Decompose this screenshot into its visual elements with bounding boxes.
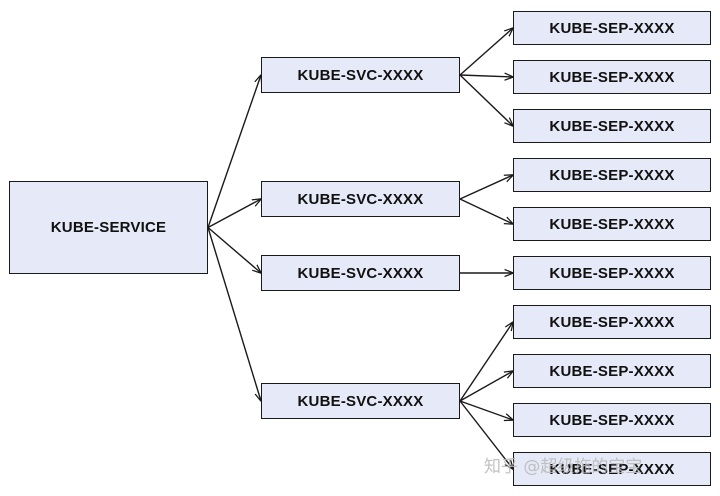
- kube-sep-label: KUBE-SEP-XXXX: [549, 313, 675, 331]
- kube-svc-label: KUBE-SVC-XXXX: [297, 66, 424, 84]
- kube-sep-box: KUBE-SEP-XXXX: [513, 305, 711, 339]
- connector-arrow: [459, 28, 513, 76]
- kube-sep-box: KUBE-SEP-XXXX: [513, 158, 711, 192]
- connector-arrow: [459, 75, 513, 77]
- kube-svc-box: KUBE-SVC-XXXX: [261, 57, 460, 93]
- kube-sep-box: KUBE-SEP-XXXX: [513, 256, 711, 290]
- zhihu-watermark: 知乎 @超级拖的宝宝: [484, 457, 643, 477]
- kube-sep-box: KUBE-SEP-XXXX: [513, 60, 711, 94]
- kube-sep-label: KUBE-SEP-XXXX: [549, 19, 675, 37]
- kube-sep-box: KUBE-SEP-XXXX: [513, 403, 711, 437]
- kube-svc-box: KUBE-SVC-XXXX: [261, 255, 460, 291]
- connector-arrow: [459, 175, 513, 200]
- kube-svc-box: KUBE-SVC-XXXX: [261, 383, 460, 419]
- kube-sep-label: KUBE-SEP-XXXX: [549, 411, 675, 429]
- kube-sep-box: KUBE-SEP-XXXX: [513, 207, 711, 241]
- connector-arrow: [459, 400, 513, 469]
- kube-service-box: KUBE-SERVICE: [9, 181, 208, 274]
- kube-sep-box: KUBE-SEP-XXXX: [513, 354, 711, 388]
- kube-sep-box: KUBE-SEP-XXXX: [513, 109, 711, 143]
- connector-arrow: [207, 75, 261, 228]
- kube-sep-box: KUBE-SEP-XXXX: [513, 11, 711, 45]
- kube-sep-box: KUBE-SEP-XXXX: [513, 452, 711, 486]
- kube-sep-label: KUBE-SEP-XXXX: [549, 362, 675, 380]
- kube-sep-label: KUBE-SEP-XXXX: [549, 264, 675, 282]
- connector-arrow: [207, 226, 261, 274]
- kube-svc-box: KUBE-SVC-XXXX: [261, 181, 460, 217]
- connector-arrow: [459, 322, 513, 402]
- connector-arrow: [207, 199, 261, 229]
- kube-svc-label: KUBE-SVC-XXXX: [297, 264, 424, 282]
- kube-sep-label: KUBE-SEP-XXXX: [549, 68, 675, 86]
- kube-svc-label: KUBE-SVC-XXXX: [297, 190, 424, 208]
- kube-sep-label: KUBE-SEP-XXXX: [549, 117, 675, 135]
- connector-arrow: [459, 198, 513, 224]
- connector-arrow: [207, 227, 261, 402]
- kube-svc-label: KUBE-SVC-XXXX: [297, 392, 424, 410]
- kube-sep-label: KUBE-SEP-XXXX: [549, 215, 675, 233]
- kube-sep-label: KUBE-SEP-XXXX: [549, 460, 675, 478]
- kube-service-label: KUBE-SERVICE: [50, 219, 167, 236]
- kube-sep-label: KUBE-SEP-XXXX: [549, 166, 675, 184]
- connector-arrow: [459, 400, 513, 420]
- connector-arrow: [459, 74, 513, 126]
- connector-arrow: [459, 371, 513, 402]
